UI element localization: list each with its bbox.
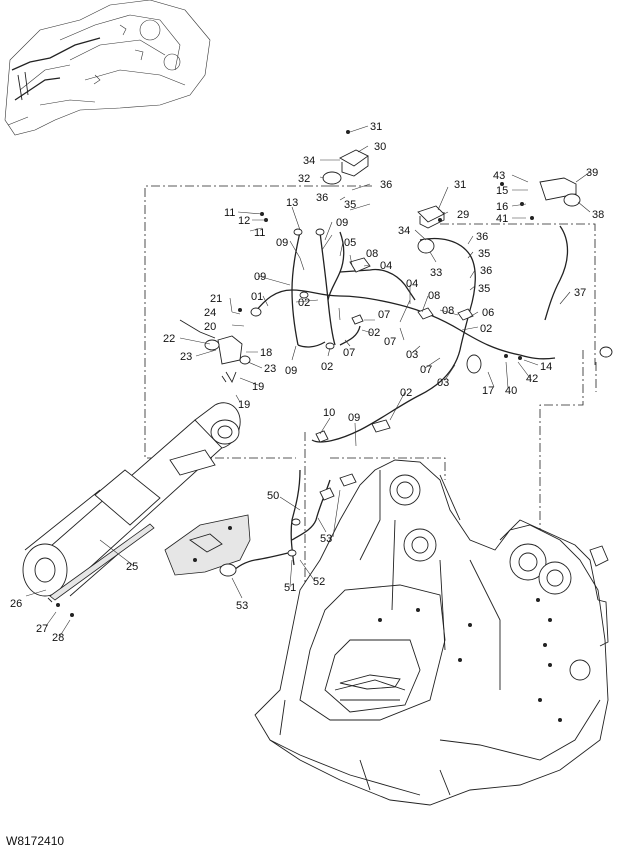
callout-02: 02 xyxy=(298,297,310,309)
callout-07: 07 xyxy=(378,309,390,321)
callout-09: 09 xyxy=(276,237,288,249)
callout-23: 23 xyxy=(264,363,276,375)
callout-35: 35 xyxy=(478,283,490,295)
callout-03: 03 xyxy=(437,377,449,389)
callout-11: 11 xyxy=(224,207,235,219)
callout-18: 18 xyxy=(260,347,272,359)
callout-31: 31 xyxy=(454,179,466,191)
callout-15: 15 xyxy=(496,185,508,197)
callout-34: 34 xyxy=(398,225,410,237)
callout-08: 08 xyxy=(442,305,454,317)
callout-53: 53 xyxy=(236,600,248,612)
callout-39: 39 xyxy=(586,167,598,179)
callout-06: 06 xyxy=(482,307,494,319)
callout-01: 01 xyxy=(251,291,263,303)
callout-12: 12 xyxy=(238,215,250,227)
callout-51: 51 xyxy=(284,582,296,594)
callout-25: 25 xyxy=(126,561,138,573)
callout-26: 26 xyxy=(10,598,22,610)
callout-36: 36 xyxy=(316,192,328,204)
callout-22: 22 xyxy=(163,333,175,345)
callout-04: 04 xyxy=(380,260,392,272)
callout-labels: 31 30 34 32 36 36 35 11 12 13 11 09 09 0… xyxy=(10,121,604,644)
callout-32: 32 xyxy=(298,173,310,185)
callout-34: 34 xyxy=(303,155,315,167)
callout-19: 19 xyxy=(252,381,264,393)
callout-23: 23 xyxy=(180,351,192,363)
callout-24: 24 xyxy=(204,307,216,319)
callout-53: 53 xyxy=(320,533,332,545)
callout-50: 50 xyxy=(267,490,279,502)
callout-16: 16 xyxy=(496,201,508,213)
callout-10: 10 xyxy=(323,407,335,419)
callout-29: 29 xyxy=(457,209,469,221)
mounting-bracket-plate xyxy=(164,514,251,576)
callout-09: 09 xyxy=(254,271,266,283)
callout-20: 20 xyxy=(204,321,216,333)
callout-11: 11 xyxy=(254,227,265,239)
figure-code: W8172410 xyxy=(6,834,64,848)
callout-35: 35 xyxy=(478,248,490,260)
leader-lines xyxy=(25,125,591,637)
callout-36: 36 xyxy=(380,179,392,191)
callout-52: 52 xyxy=(313,576,325,588)
callout-35: 35 xyxy=(344,199,356,211)
callout-09: 09 xyxy=(336,217,348,229)
callout-05: 05 xyxy=(344,237,356,249)
callout-38: 38 xyxy=(592,209,604,221)
callout-31: 31 xyxy=(370,121,382,133)
callout-41: 41 xyxy=(496,213,508,225)
callout-07: 07 xyxy=(420,364,432,376)
callout-19: 19 xyxy=(238,399,250,411)
boom-cylinder xyxy=(22,402,241,603)
callout-08: 08 xyxy=(428,290,440,302)
callout-43: 43 xyxy=(493,170,505,182)
machine-locator-thumbnail xyxy=(4,0,211,136)
callout-13: 13 xyxy=(286,197,298,209)
callout-30: 30 xyxy=(374,141,386,153)
callout-37: 37 xyxy=(574,287,586,299)
callout-02: 02 xyxy=(321,361,333,373)
callout-07: 07 xyxy=(343,347,355,359)
callout-07: 07 xyxy=(384,336,396,348)
callout-09: 09 xyxy=(285,365,297,377)
callout-08: 08 xyxy=(366,248,378,260)
callout-03: 03 xyxy=(406,349,418,361)
callout-02: 02 xyxy=(400,387,412,399)
callout-28: 28 xyxy=(52,632,64,644)
callout-42: 42 xyxy=(526,373,538,385)
callout-17: 17 xyxy=(482,385,494,397)
callout-09: 09 xyxy=(348,412,360,424)
callout-02: 02 xyxy=(480,323,492,335)
callout-21: 21 xyxy=(210,293,222,305)
callout-40: 40 xyxy=(505,385,517,397)
callout-27: 27 xyxy=(36,623,48,635)
callout-36: 36 xyxy=(480,265,492,277)
loader-front-frame xyxy=(254,459,609,806)
callout-04: 04 xyxy=(406,278,418,290)
callout-36: 36 xyxy=(476,231,488,243)
harness-components xyxy=(56,130,613,617)
callout-33: 33 xyxy=(430,267,442,279)
callout-02: 02 xyxy=(368,327,380,339)
callout-14: 14 xyxy=(540,361,552,373)
